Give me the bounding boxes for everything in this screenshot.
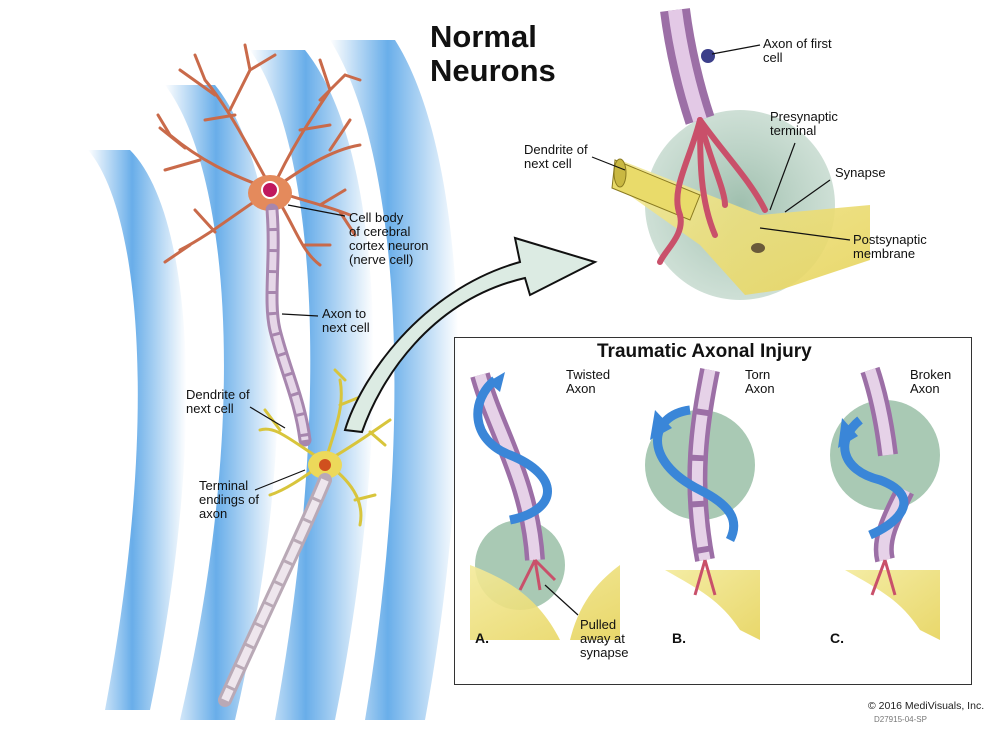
- label-terminal: Terminal endings of axon: [199, 479, 259, 521]
- label-line: axon: [199, 506, 228, 521]
- label-line: Dendrite of: [524, 142, 588, 157]
- label-line: Cell body: [349, 210, 404, 225]
- injury-art: [470, 366, 940, 640]
- leader-lines: [249, 44, 851, 616]
- label-line: of cerebral: [349, 224, 411, 239]
- next-cell-nucleus: [319, 459, 331, 471]
- label-axon-next: Axon to next cell: [322, 307, 370, 335]
- label-axon-first: Axon of first cell: [763, 37, 832, 65]
- label-line: Broken: [910, 367, 952, 382]
- label-dendrite-left: Dendrite of next cell: [186, 388, 250, 416]
- label-line: membrane: [853, 246, 916, 261]
- title-line-2: Neurons: [430, 53, 556, 88]
- nucleus: [261, 181, 279, 199]
- label-pulled-away: Pulled away at synapse: [580, 618, 628, 660]
- label-presynaptic: Presynaptic terminal: [770, 110, 838, 138]
- label-line: cell: [763, 50, 783, 65]
- label-line: Axon: [910, 381, 940, 396]
- label-postsynaptic: Postsynaptic membrane: [853, 233, 927, 261]
- title-line-1: Normal: [430, 19, 537, 54]
- label-line: Torn: [745, 367, 771, 382]
- label-cell-body: Cell body of cerebral cortex neuron (ner…: [349, 211, 429, 267]
- label-line: Axon: [566, 381, 596, 396]
- panel-label-a: A.: [475, 630, 489, 646]
- copyright: © 2016 MediVisuals, Inc.: [868, 700, 985, 712]
- zoom-arrow: [343, 236, 598, 434]
- label-line: next cell: [524, 156, 572, 171]
- label-line: endings of: [199, 492, 259, 507]
- tissue-bands: [88, 40, 459, 720]
- label-line: Dendrite of: [186, 387, 250, 402]
- label-line: Postsynaptic: [853, 232, 927, 247]
- label-line: Axon to: [322, 306, 367, 321]
- label-synapse: Synapse: [835, 165, 886, 180]
- injury-panel-title: Traumatic Axonal Injury: [597, 341, 812, 362]
- label-line: away at: [580, 631, 625, 646]
- label-line: synapse: [580, 645, 629, 660]
- label-torn-axon: Torn Axon: [745, 368, 775, 396]
- label-twisted-axon: Twisted Axon: [566, 368, 610, 396]
- label-line: Presynaptic: [770, 109, 838, 124]
- label-line: Pulled: [580, 617, 617, 632]
- synapse-illustration: [611, 8, 870, 300]
- injury-panel: [454, 337, 972, 685]
- label-line: cortex neuron: [349, 238, 429, 253]
- label-line: Axon of first: [763, 36, 832, 51]
- label-line: next cell: [186, 401, 234, 416]
- label-dendrite-right: Dendrite of next cell: [524, 143, 588, 171]
- label-line: Terminal: [199, 478, 249, 493]
- image-code: D27915-04-SP: [874, 715, 927, 724]
- label-broken-axon: Broken Axon: [910, 368, 951, 396]
- label-line: next cell: [322, 320, 370, 335]
- panel-label-b: B.: [672, 630, 686, 646]
- label-line: Axon: [745, 381, 775, 396]
- label-line: (nerve cell): [349, 252, 414, 267]
- label-line: Twisted: [566, 367, 611, 382]
- page-title: Normal Neurons: [430, 20, 556, 88]
- panel-label-c: C.: [830, 630, 844, 646]
- label-line: terminal: [770, 123, 817, 138]
